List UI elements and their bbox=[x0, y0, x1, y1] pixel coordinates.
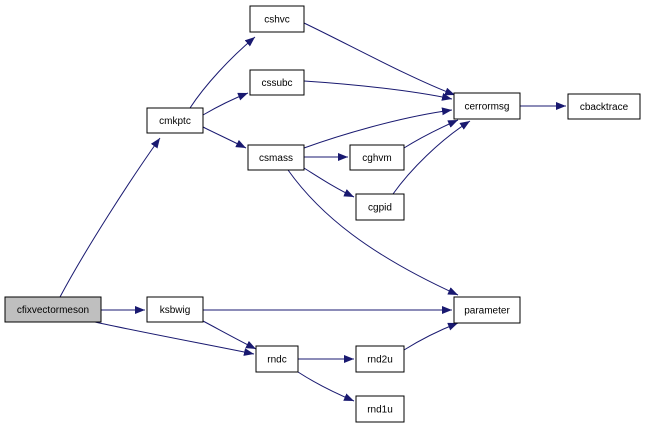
node-cerrormsg[interactable]: cerrormsg bbox=[453, 92, 521, 120]
edges bbox=[59, 22, 566, 402]
edge-rnd2u-to-parameter bbox=[403, 322, 459, 351]
node-box-cerrormsg bbox=[453, 92, 521, 120]
edge-rndc-to-rnd1u bbox=[297, 371, 355, 402]
edge-csmass-to-parameter bbox=[287, 169, 459, 296]
node-box-cghvm bbox=[349, 144, 405, 171]
node-rndc[interactable]: rndc bbox=[255, 345, 299, 373]
node-label-cfixvectormeson: cfixvectormeson bbox=[17, 305, 89, 316]
node-label-ksbwig: ksbwig bbox=[160, 305, 191, 316]
node-label-rnd1u: rnd1u bbox=[367, 405, 393, 416]
node-cssubc[interactable]: cssubc bbox=[249, 69, 305, 96]
node-label-cshvc: cshvc bbox=[264, 15, 290, 26]
node-label-parameter: parameter bbox=[464, 306, 510, 317]
node-ksbwig[interactable]: ksbwig bbox=[146, 296, 204, 323]
edge-csmass-to-cgpid bbox=[303, 167, 355, 198]
node-cfixvectormeson[interactable]: cfixvectormeson bbox=[4, 296, 102, 323]
node-label-rndc: rndc bbox=[267, 355, 286, 366]
node-cshvc[interactable]: cshvc bbox=[249, 5, 305, 33]
node-box-rnd1u bbox=[355, 395, 405, 423]
edge-cmkptc-to-cssubc bbox=[202, 92, 249, 116]
node-label-csmass: csmass bbox=[259, 153, 293, 164]
node-label-cssubc: cssubc bbox=[261, 78, 292, 89]
node-box-cshvc bbox=[249, 5, 305, 33]
node-box-cgpid bbox=[355, 193, 405, 221]
node-label-cmkptc: cmkptc bbox=[159, 116, 191, 127]
node-box-cfixvectormeson bbox=[4, 296, 102, 323]
edge-cfixvectormeson-to-cmkptc bbox=[59, 137, 161, 298]
node-rnd1u[interactable]: rnd1u bbox=[355, 395, 405, 423]
edge-cghvm-to-cerrormsg bbox=[403, 119, 459, 149]
node-box-cbacktrace bbox=[567, 93, 641, 120]
node-cbacktrace[interactable]: cbacktrace bbox=[567, 93, 641, 120]
node-box-parameter bbox=[453, 296, 521, 324]
node-label-cgpid: cgpid bbox=[368, 203, 392, 214]
node-box-rnd2u bbox=[355, 345, 405, 373]
edge-cgpid-to-cerrormsg bbox=[392, 120, 471, 195]
node-label-cbacktrace: cbacktrace bbox=[580, 102, 629, 113]
node-label-cghvm: cghvm bbox=[362, 153, 391, 164]
edge-cssubc-to-cerrormsg bbox=[303, 80, 453, 101]
node-label-cerrormsg: cerrormsg bbox=[464, 102, 509, 113]
node-box-cssubc bbox=[249, 69, 305, 96]
node-cgpid[interactable]: cgpid bbox=[355, 193, 405, 221]
node-cghvm[interactable]: cghvm bbox=[349, 144, 405, 171]
node-box-rndc bbox=[255, 345, 299, 373]
node-label-rnd2u: rnd2u bbox=[367, 355, 393, 366]
node-cmkptc[interactable]: cmkptc bbox=[146, 107, 204, 134]
node-csmass[interactable]: csmass bbox=[247, 144, 305, 171]
node-parameter[interactable]: parameter bbox=[453, 296, 521, 324]
edge-ksbwig-to-rndc bbox=[202, 320, 257, 350]
edge-cmkptc-to-cshvc bbox=[189, 36, 256, 109]
node-box-cmkptc bbox=[146, 107, 204, 134]
node-box-ksbwig bbox=[146, 296, 204, 323]
nodes: cfixvectormeson cmkptc cshvc cssubc csmass cg… bbox=[4, 5, 641, 423]
edge-csmass-to-cerrormsg bbox=[303, 107, 453, 149]
node-box-csmass bbox=[247, 144, 305, 171]
node-rnd2u[interactable]: rnd2u bbox=[355, 345, 405, 373]
edge-cmkptc-to-csmass bbox=[202, 126, 247, 149]
edge-cshvc-to-cerrormsg bbox=[303, 22, 456, 96]
edge-cfixvectormeson-to-rndc bbox=[94, 321, 255, 356]
